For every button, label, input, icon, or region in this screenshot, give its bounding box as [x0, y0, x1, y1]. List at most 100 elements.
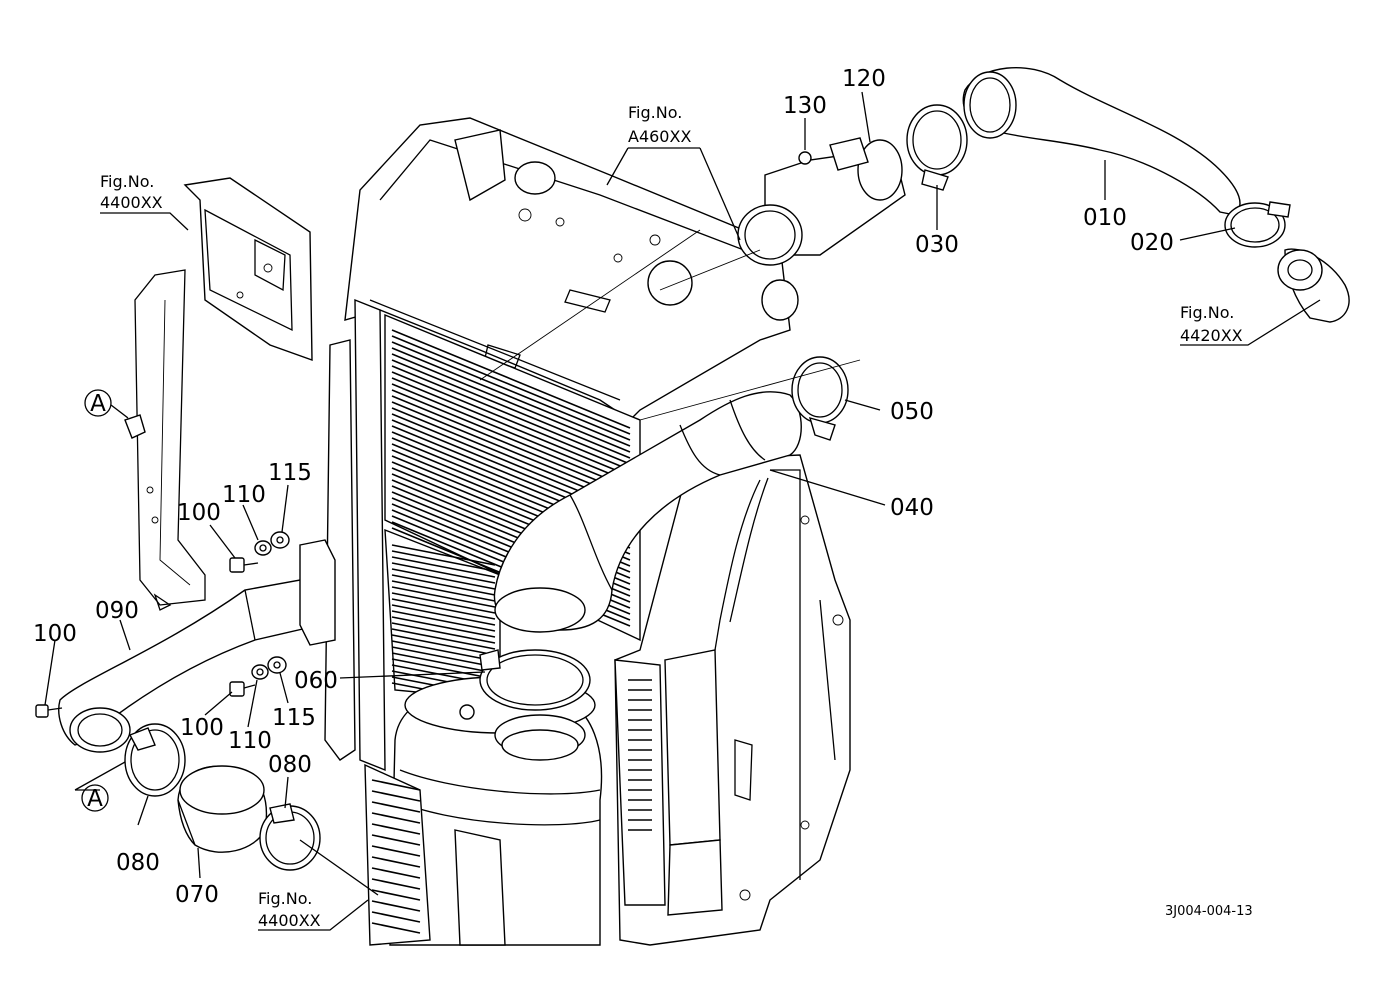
clamp-080-left [124, 723, 186, 797]
clamp-030 [906, 104, 968, 191]
part-label-080-bottom: 080 [268, 752, 312, 778]
washer-110-lower [251, 664, 269, 680]
hatch-line [391, 389, 631, 489]
part-label-090: 090 [95, 598, 139, 624]
hatch-line [391, 556, 496, 578]
hatch-line [391, 586, 496, 608]
clamp-050 [791, 356, 849, 441]
hatch-line [371, 922, 421, 934]
bolt-100-left [35, 704, 63, 718]
part-label-070: 070 [175, 882, 219, 908]
hatch-line [391, 383, 631, 483]
hatch-line [371, 812, 421, 824]
hatch-line [371, 889, 421, 901]
hatch-line [391, 574, 496, 596]
hatch-line [391, 353, 631, 453]
hatch-line [391, 568, 496, 590]
hatch-line [371, 779, 421, 791]
hatch-line [391, 550, 496, 572]
duct-120 [737, 137, 906, 266]
washer-115-lower [267, 656, 287, 674]
part-label-030: 030 [915, 232, 959, 258]
part-label-130: 130 [783, 93, 827, 119]
svg-text:A: A [87, 786, 103, 812]
clamp-020 [1224, 201, 1350, 323]
figref-4420xx: Fig.No. 4420XX [1180, 303, 1243, 345]
hatch-line [391, 598, 496, 620]
part-label-050: 050 [890, 399, 934, 425]
svg-text:4400XX: 4400XX [258, 911, 321, 930]
part-label-115-lower: 115 [272, 705, 316, 731]
hatch-line [371, 900, 421, 912]
part-label-110-lower: 110 [228, 728, 272, 754]
part-label-100-upper: 100 [177, 500, 221, 526]
figref-4400xx-bottom: Fig.No. 4400XX [258, 889, 321, 930]
hose-010 [962, 67, 1241, 216]
hatch-line [391, 652, 496, 674]
clamp-080-bottom [259, 803, 321, 871]
bolt-100-lower [229, 681, 256, 697]
svg-text:Fig.No.: Fig.No. [100, 172, 154, 191]
hatch-line [371, 845, 421, 857]
svg-text:Fig.No.: Fig.No. [1180, 303, 1234, 322]
marker-a-top: A [84, 389, 112, 417]
hatch-line [391, 658, 496, 680]
hatch-line [391, 395, 631, 495]
hose-070 [177, 765, 268, 853]
hatch-line [391, 359, 631, 459]
bolt-100-upper [229, 557, 259, 573]
hatch-line [391, 646, 496, 668]
hatch-line [391, 616, 496, 638]
hose-040 [493, 391, 802, 633]
hatch-line [391, 341, 631, 441]
marker-a-bottom: A [81, 784, 109, 812]
part-label-120: 120 [842, 66, 886, 92]
washer-110-upper [254, 540, 272, 556]
hatch-line [391, 592, 496, 614]
hatch-line [391, 371, 631, 471]
svg-text:Fig.No.: Fig.No. [258, 889, 312, 908]
hatch-line [391, 335, 631, 435]
air-cleaner-ribs [371, 779, 421, 934]
terminal-slots [628, 679, 652, 831]
hatch-line [391, 377, 631, 477]
part-label-020: 020 [1130, 230, 1174, 256]
hatch-line [391, 640, 496, 662]
leader-lines [44, 91, 1321, 931]
part-label-100-left: 100 [33, 621, 77, 647]
pipe-090 [58, 539, 336, 753]
part-label-100-lower: 100 [180, 715, 224, 741]
hatch-line [371, 878, 421, 890]
hatch-line [371, 801, 421, 813]
hatch-line [371, 867, 421, 879]
washer-115-upper [270, 531, 290, 549]
hatch-line [371, 823, 421, 835]
hatch-line [391, 562, 496, 584]
hatch-line [391, 580, 496, 602]
part-label-060: 060 [294, 668, 338, 694]
hatch-line [391, 544, 496, 566]
hatch-line [391, 634, 496, 656]
air-cleaner [364, 676, 603, 946]
svg-text:Fig.No.: Fig.No. [628, 103, 682, 122]
part-label-010: 010 [1083, 205, 1127, 231]
part-label-080-left: 080 [116, 850, 160, 876]
part-label-040: 040 [890, 495, 934, 521]
hatch-line [371, 834, 421, 846]
hatch-line [371, 911, 421, 923]
figref-4400xx-top: Fig.No. 4400XX [100, 172, 163, 212]
svg-text:4400XX: 4400XX [100, 193, 163, 212]
hatch-line [391, 365, 631, 465]
part-label-110-upper: 110 [222, 482, 266, 508]
svg-text:A: A [90, 391, 106, 417]
hatch-line [391, 628, 496, 650]
hatch-line [371, 790, 421, 802]
hatch-line [391, 347, 631, 447]
drawing-code: 3J004-004-13 [1165, 904, 1253, 919]
clamp-060 [479, 649, 591, 711]
svg-text:4420XX: 4420XX [1180, 326, 1243, 345]
left-frame-panel [124, 177, 313, 611]
hatch-line [391, 329, 631, 429]
part-label-115-upper: 115 [268, 460, 312, 486]
